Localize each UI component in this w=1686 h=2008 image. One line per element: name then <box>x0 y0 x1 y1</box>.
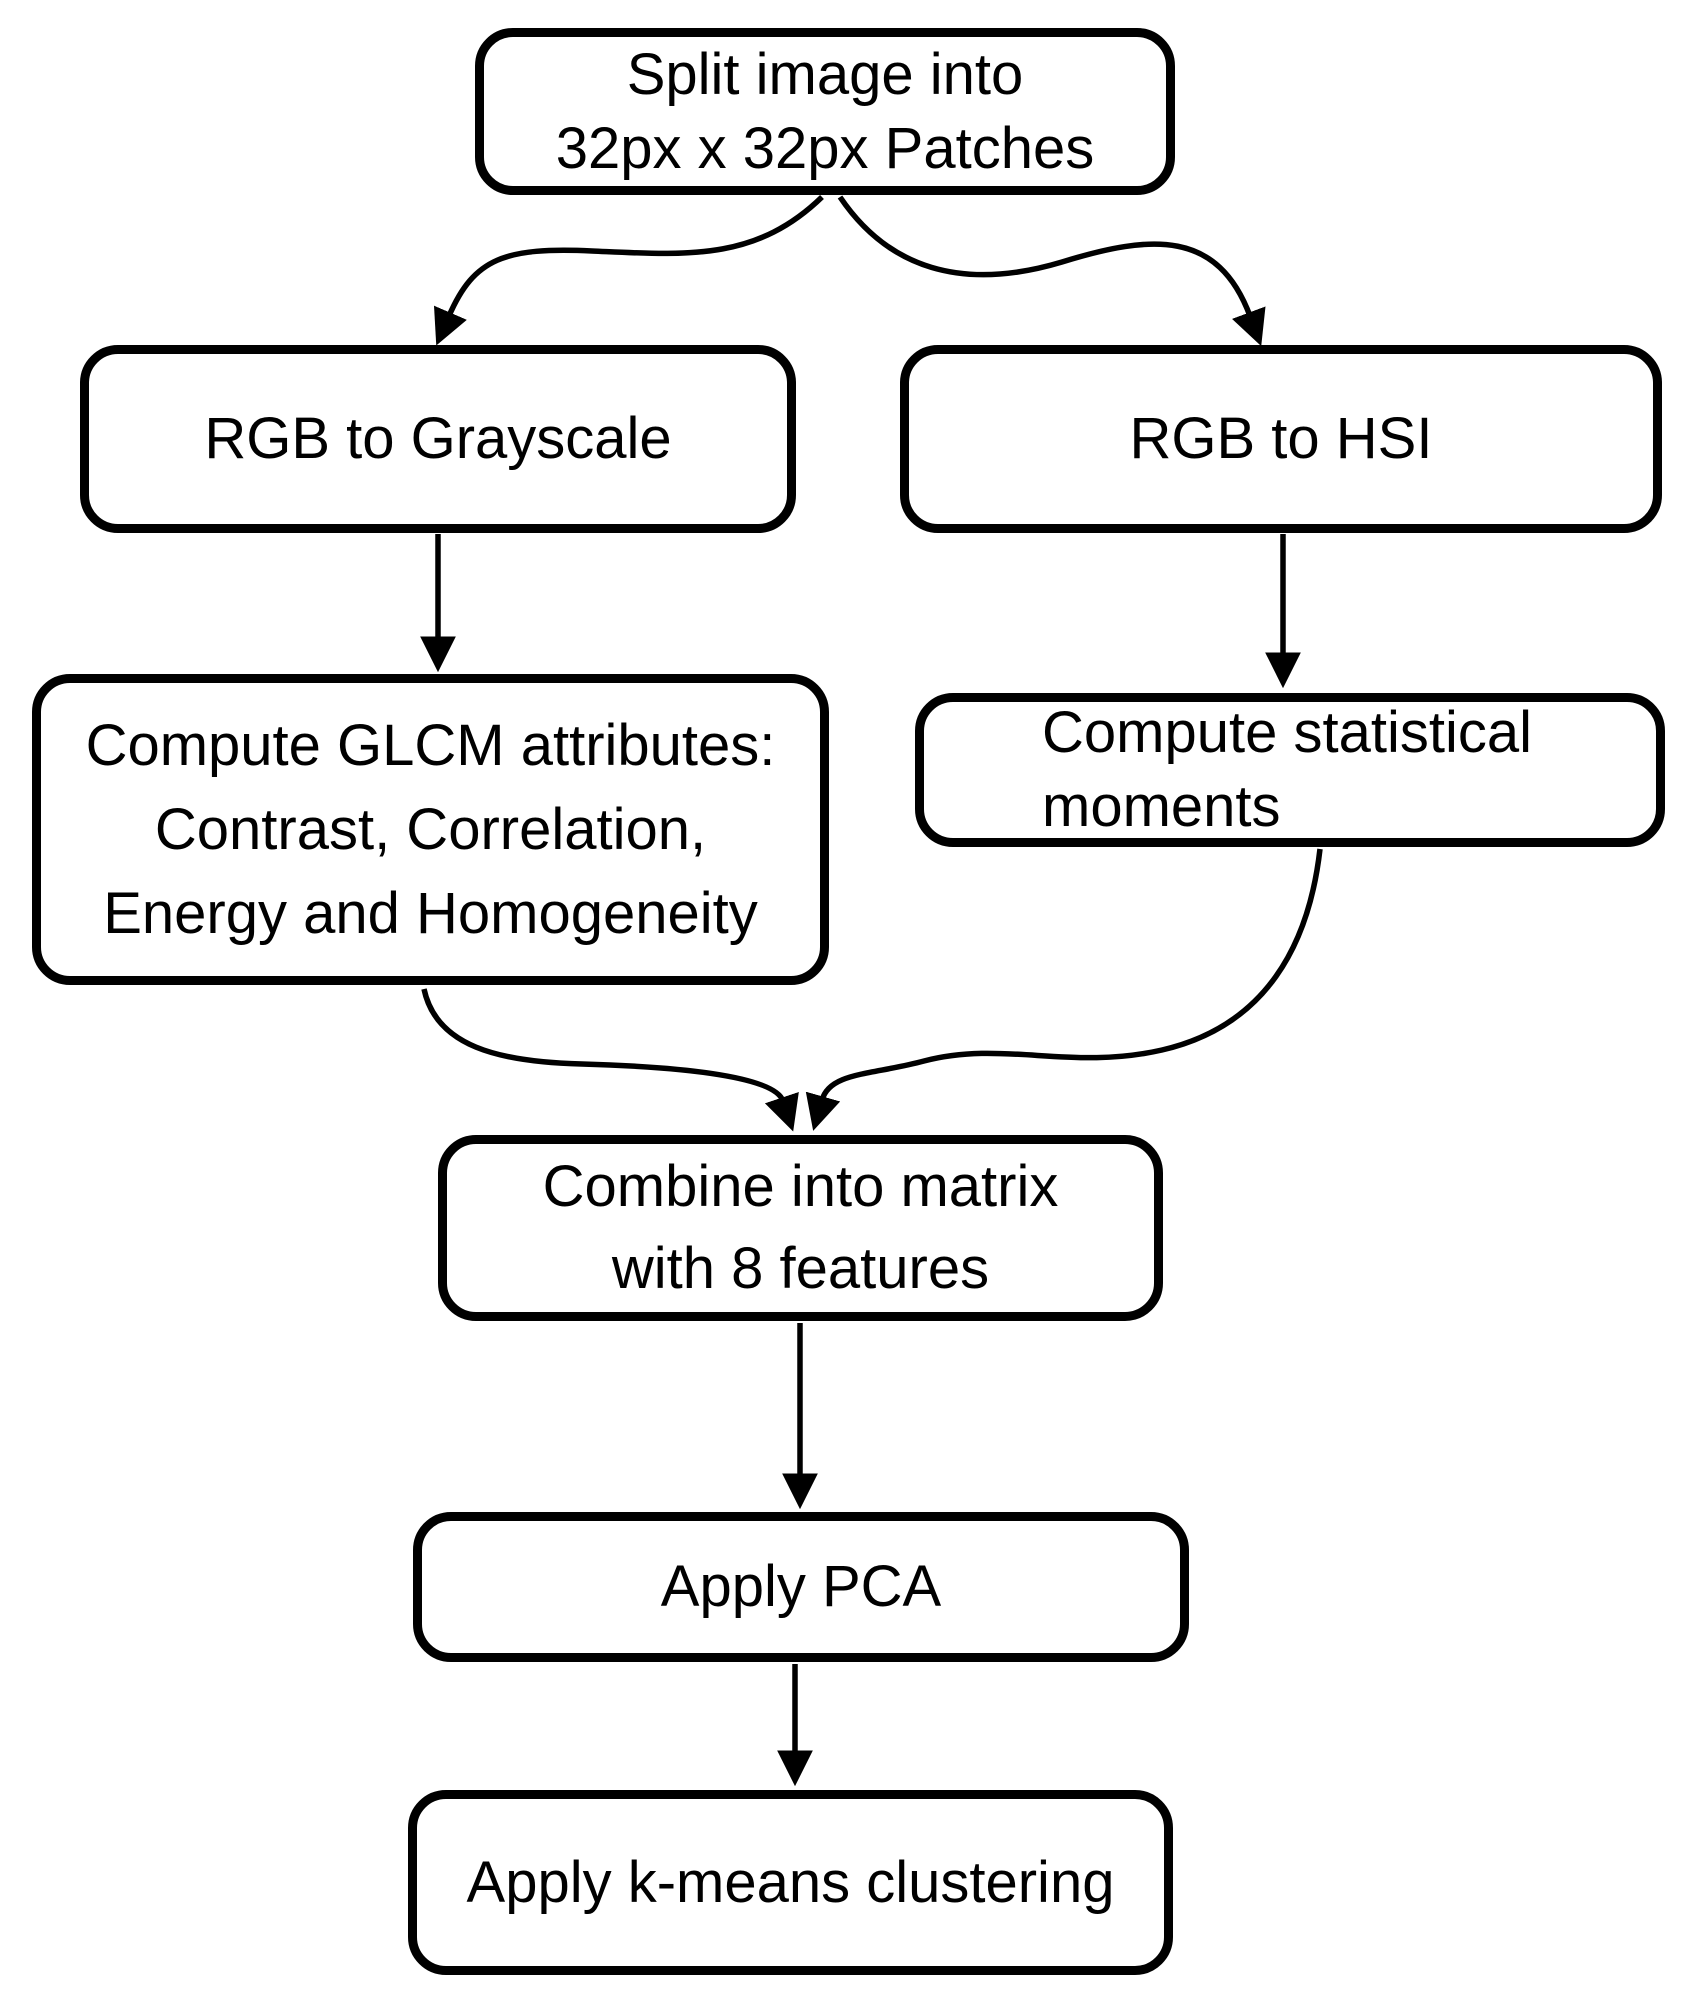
node-apply-pca: Apply PCA <box>413 1512 1189 1662</box>
node-rgb-to-hsi: RGB to HSI <box>900 345 1662 533</box>
edge-split-to-grayscale <box>434 195 824 346</box>
node-rgb-to-hsi-label: RGB to HSI <box>1129 406 1433 471</box>
node-compute-glcm-line-2: Contrast, Correlation, <box>154 796 707 862</box>
node-combine-matrix-line-2: with 8 features <box>611 1236 990 1301</box>
node-apply-kmeans: Apply k-means clustering <box>408 1790 1173 1975</box>
node-apply-kmeans-label: Apply k-means clustering <box>466 1849 1115 1915</box>
node-compute-glcm-line-1: Compute GLCM attributes: <box>85 712 776 778</box>
node-compute-glcm: Compute GLCM attributes: Contrast, Corre… <box>32 674 829 985</box>
node-rgb-to-grayscale-label: RGB to Grayscale <box>204 406 672 471</box>
node-statistical-moments-line-2: moments <box>1042 774 1281 839</box>
node-combine-matrix: Combine into matrix with 8 features <box>438 1135 1163 1321</box>
node-split-image-line-2: 32px x 32px Patches <box>555 115 1095 181</box>
node-apply-pca-label: Apply PCA <box>660 1554 942 1619</box>
edge-glcm-to-combine <box>421 988 799 1132</box>
node-split-image-line-1: Split image into <box>626 41 1024 107</box>
node-compute-glcm-line-3: Energy and Homogeneity <box>103 880 758 946</box>
node-split-image: Split image into 32px x 32px Patches <box>475 28 1175 195</box>
node-statistical-moments: Compute statistical moments <box>915 693 1665 847</box>
node-combine-matrix-line-1: Combine into matrix <box>542 1154 1059 1219</box>
edge-split-to-hsi <box>837 195 1266 347</box>
edge-moments-to-combine <box>805 848 1323 1131</box>
node-statistical-moments-line-1: Compute statistical <box>1042 700 1532 765</box>
node-rgb-to-grayscale: RGB to Grayscale <box>80 345 796 533</box>
